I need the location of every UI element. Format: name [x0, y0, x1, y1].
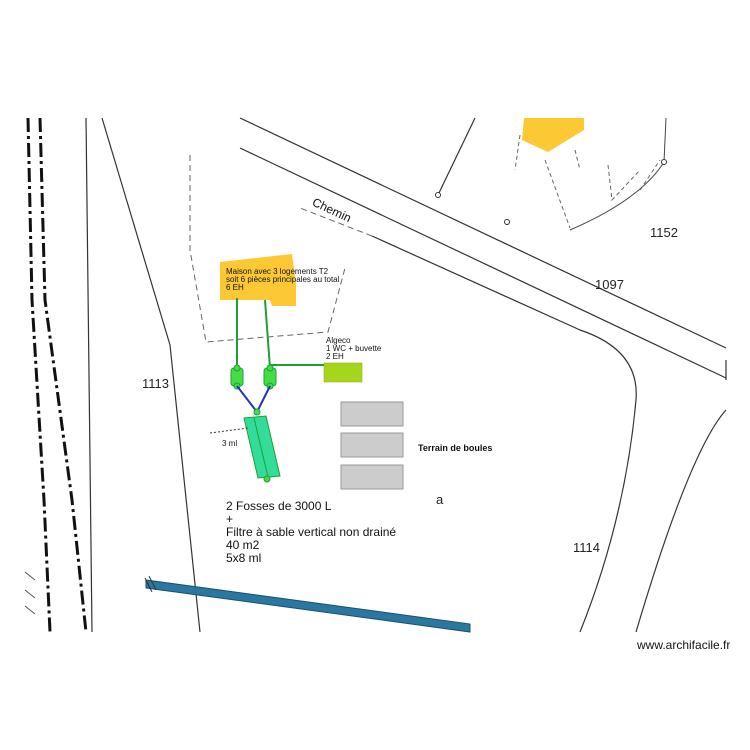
- house-label: Maison avec 3 logements T2 soit 6 pièces…: [226, 268, 339, 292]
- house-building: [220, 254, 296, 306]
- terrain-label: Terrain de boules: [418, 443, 493, 453]
- parcel-1113: 1113: [142, 376, 169, 391]
- building-footprint-outline: [299, 207, 373, 237]
- river-end-marks: [144, 575, 157, 593]
- pipes: [236, 298, 324, 369]
- system-description: 2 Fosses de 3000 L + Filtre à sable vert…: [226, 500, 396, 565]
- boules-terrain: [340, 401, 404, 490]
- distance-marker: [209, 427, 249, 434]
- boundary-dashed: [514, 134, 661, 229]
- sand-filter: [243, 408, 281, 483]
- railway-line: [38, 117, 88, 633]
- parcel-1152: 1152: [650, 225, 678, 240]
- septic-tank-1: [230, 364, 244, 390]
- house-label-line-2: soit 6 pièces principales au total: [226, 275, 340, 284]
- house-label-line-3: 6 EH: [226, 283, 244, 292]
- system-line-5: 5x8 ml: [226, 551, 262, 565]
- septic-tank-2: [263, 364, 277, 390]
- system-line-4: 40 m2: [226, 538, 260, 552]
- algeco-label-line-1: Algeco: [326, 336, 351, 345]
- neighbour-building: [522, 118, 584, 152]
- system-line-1: 2 Fosses de 3000 L: [226, 499, 332, 513]
- algeco-label-line-3: 2 EH: [326, 352, 344, 361]
- house-label-line-1: Maison avec 3 logements T2: [226, 267, 329, 276]
- algeco-label-line-2: 1 WC + buvette: [326, 344, 382, 353]
- algeco-building: [323, 362, 363, 383]
- system-line-2: +: [226, 512, 234, 526]
- parcel-1114: 1114: [573, 540, 600, 555]
- building-footprint-outline: [189, 155, 346, 343]
- edge-marks: [24, 571, 36, 615]
- watermark: www.archifacile.fr: [637, 638, 731, 652]
- railway-line: [26, 117, 52, 633]
- survey-points: [435, 159, 667, 225]
- boundary-curve: [569, 117, 667, 231]
- distance-label: 3 ml: [222, 439, 238, 448]
- algeco-label: Algeco 1 WC + buvette 2 EH: [326, 337, 381, 361]
- section-letter: a: [436, 492, 444, 507]
- cadastral-lines: [85, 117, 727, 633]
- parcel-1097: 1097: [595, 277, 624, 292]
- outlet-pipes: [236, 385, 271, 414]
- river: [145, 579, 471, 633]
- system-line-3: Filtre à sable vertical non drainé: [226, 525, 397, 539]
